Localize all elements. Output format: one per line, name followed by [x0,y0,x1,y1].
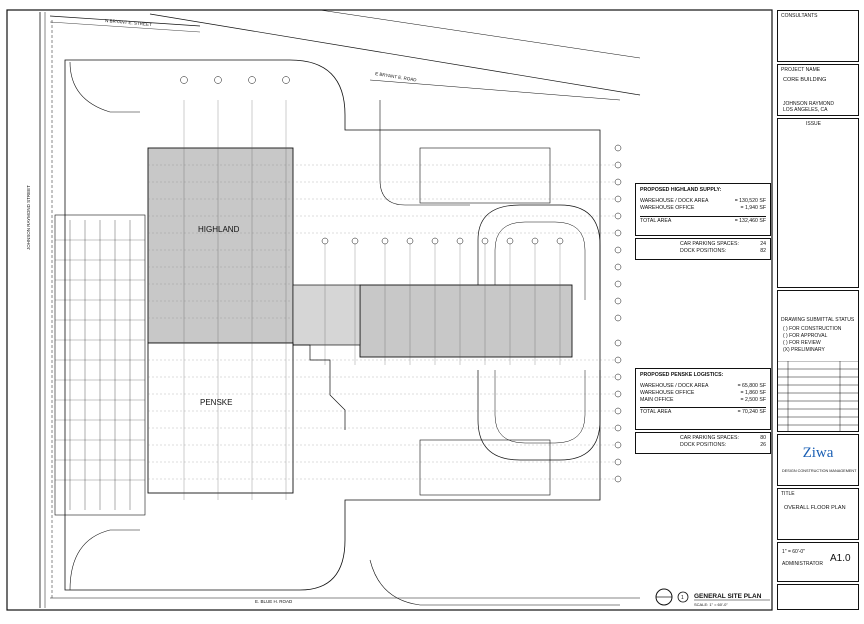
summary-table-penske: PROPOSED PENSKE LOGISTICS: WAREHOUSE / D… [635,368,771,430]
summary-total: TOTAL AREA= 132,460 SF [640,216,766,224]
sheet-number: A1.0 [830,553,851,564]
title-block-issue: ISSUE [777,118,859,288]
status-item: ( ) FOR APPROVAL [783,333,828,339]
drawing-title: GENERAL SITE PLAN [694,593,762,600]
title-block-footer [777,584,859,610]
title-block-firm: Ziwa DESIGN CONSTRUCTION MANAGEMENT [777,434,859,486]
building-south [147,342,294,494]
title-block-status: DRAWING SUBMITTAL STATUS ( ) FOR CONSTRU… [777,290,859,432]
dock-row: DOCK POSITIONS:26 [680,442,766,448]
checked-by: ADMINISTRATOR [782,561,823,567]
firm-subtitle: DESIGN CONSTRUCTION MANAGEMENT [782,469,857,473]
scale-value: 1" = 60'-0" [782,549,805,555]
tenant-label-penske: PENSKE [200,398,232,407]
summary-total: TOTAL AREA= 70,240 SF [640,407,766,415]
parking-row: CAR PARKING SPACES:24 [680,241,766,247]
drawing-scale: SCALE: 1" = 60'-0" [694,602,728,607]
street-label-north-diag: E BRYANT E. ROAD [375,71,418,83]
firm-logo: Ziwa [802,445,834,461]
summary-row: WAREHOUSE / DOCK AREA= 130,520 SF [640,198,766,204]
status-item: ( ) FOR CONSTRUCTION [783,326,842,332]
summary-table-highland: PROPOSED HIGHLAND SUPPLY: WAREHOUSE / DO… [635,183,771,236]
tenant-label-highland: HIGHLAND [198,225,240,234]
revision-table [778,361,858,431]
summary-counts-highland: CAR PARKING SPACES:24 DOCK POSITIONS:82 [635,238,771,260]
summary-row: MAIN OFFICE= 2,500 SF [640,397,766,403]
street-label-west: JOHNSON RAYMOND STREET [26,185,31,250]
title-block-project: PROJECT NAME CORE BUILDING JOHNSON RAYMO… [777,64,859,116]
status-header: DRAWING SUBMITTAL STATUS [781,317,855,323]
sheet-title: OVERALL FLOOR PLAN [784,505,846,511]
status-item: (X) PRELIMINARY [783,347,825,353]
project-address-1: JOHNSON RAYMOND [783,101,835,107]
building-east-wing [359,284,573,358]
summary-row: WAREHOUSE / DOCK AREA= 65,800 SF [640,383,766,389]
project-name: CORE BUILDING [783,77,827,83]
summary-heading: PROPOSED HIGHLAND SUPPLY: [640,187,722,193]
issue-label: ISSUE [806,121,822,127]
sheet-title-label: TITLE [781,491,795,497]
summary-heading: PROPOSED PENSKE LOGISTICS: [640,372,724,378]
dock-row: DOCK POSITIONS:82 [680,248,766,254]
parking-row: CAR PARKING SPACES:80 [680,435,766,441]
building-north [147,147,294,344]
project-label: PROJECT NAME [781,67,821,73]
street-label-south: E. BLUE H. ROAD [255,599,293,604]
summary-counts-penske: CAR PARKING SPACES:80 DOCK POSITIONS:26 [635,432,771,454]
street-label-north: N BRYANT E. STREET [105,18,152,27]
summary-row: WAREHOUSE OFFICE= 1,940 SF [640,205,766,211]
consultants-label: CONSULTANTS [781,13,818,19]
title-block-sheet-title: TITLE OVERALL FLOOR PLAN [777,488,859,540]
sheet-border [6,9,773,611]
title-block-logo-area: CONSULTANTS [777,10,859,62]
project-address-2: LOS ANGELES, CA [783,107,828,113]
status-item: ( ) FOR REVIEW [783,340,821,346]
summary-row: WAREHOUSE OFFICE= 1,860 SF [640,390,766,396]
title-block-sheet-number: 1" = 60'-0" ADMINISTRATOR A1.0 [777,542,859,582]
drawing-number: 1 [681,595,684,601]
